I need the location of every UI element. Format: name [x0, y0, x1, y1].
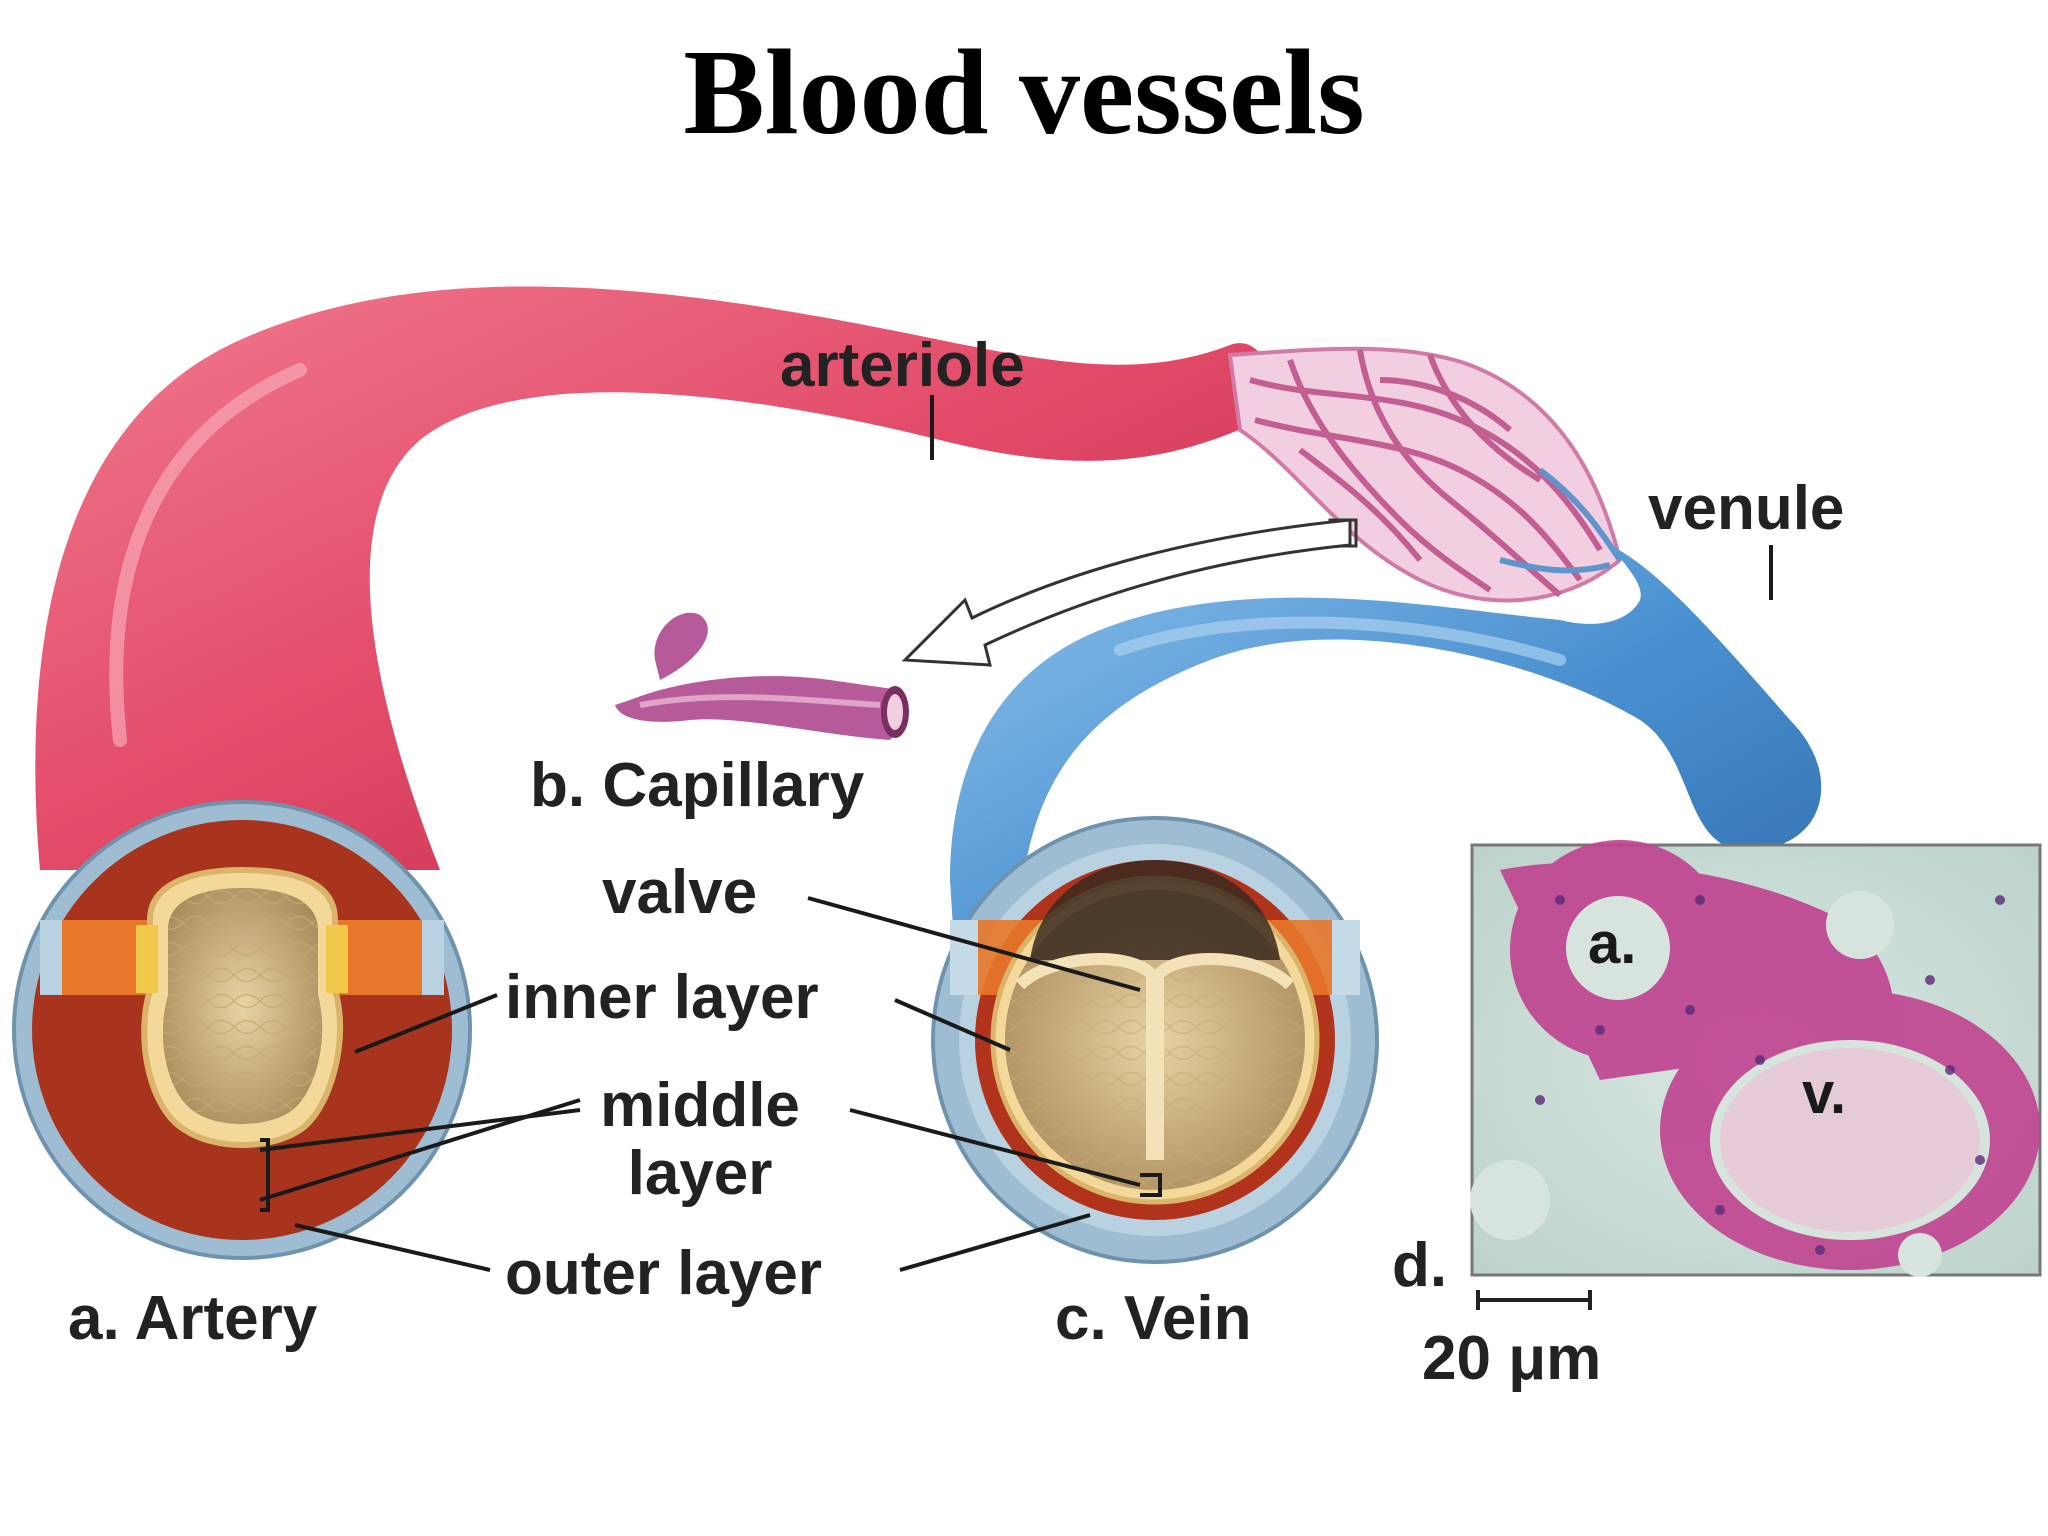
zoom-arrow — [901, 518, 1358, 667]
label-artery: a. Artery — [68, 1284, 318, 1353]
capillary-bed — [1227, 346, 1623, 603]
vein-cross-section — [931, 816, 1379, 1264]
label-micro-artery: a. — [1588, 911, 1637, 976]
label-outer-layer: outer layer — [505, 1239, 823, 1308]
label-micro-vein: v. — [1802, 1061, 1847, 1126]
label-middle-layer-line2: layer — [627, 1139, 773, 1208]
label-arteriole: arteriole — [780, 331, 1025, 400]
label-micrograph: d. — [1392, 1231, 1448, 1300]
artery-body — [35, 286, 1272, 870]
label-inner-layer: inner layer — [505, 963, 819, 1032]
label-middle-layer-line1: middle — [600, 1071, 800, 1140]
label-venule: venule — [1648, 474, 1845, 543]
label-scale-bar: 20 μm — [1422, 1324, 1602, 1393]
capillary-fragment — [615, 612, 909, 740]
artery-cross-section — [12, 800, 472, 1260]
vein-body — [950, 545, 1822, 1046]
label-capillary: b. Capillary — [530, 751, 865, 820]
label-middle-layer: middle layer — [560, 1075, 840, 1205]
label-vein: c. Vein — [1055, 1284, 1252, 1353]
page-title: Blood vessels — [683, 25, 1365, 160]
micrograph — [1470, 840, 2042, 1310]
label-valve: valve — [602, 858, 758, 927]
leader-lines — [259, 395, 1773, 1272]
